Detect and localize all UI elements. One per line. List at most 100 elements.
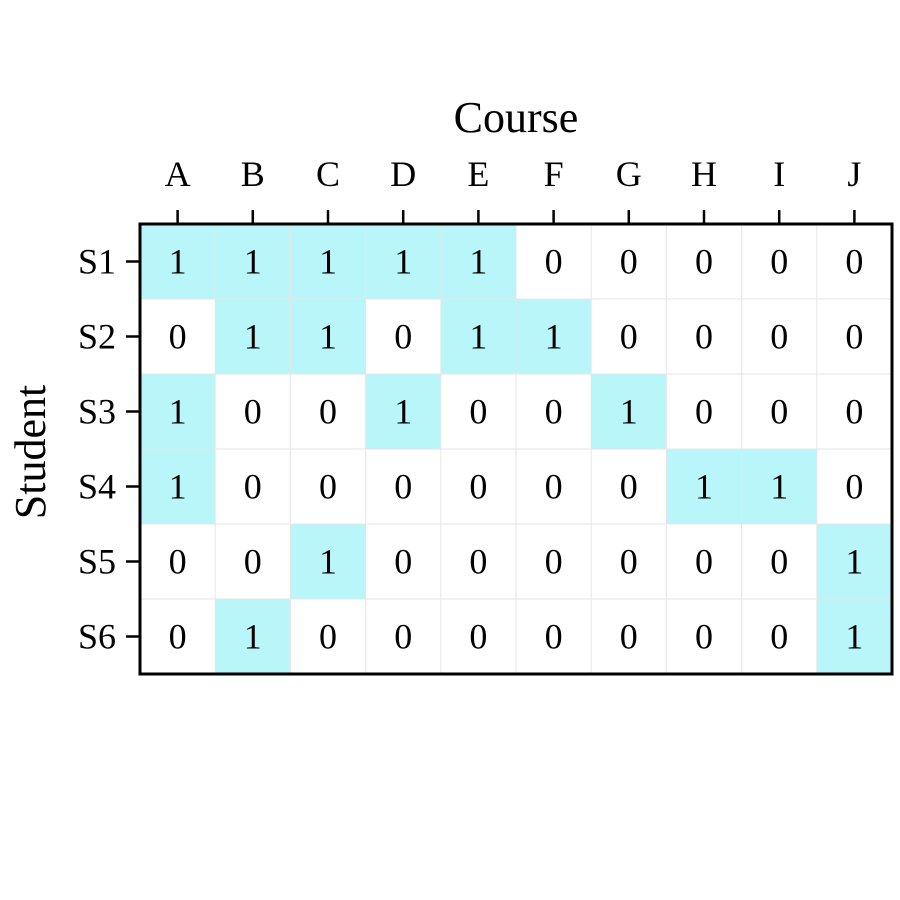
cell-value-label: 0	[770, 617, 788, 657]
y-tick-label: S3	[78, 392, 116, 432]
heatmap-cell	[666, 299, 742, 374]
heatmap-cell	[516, 524, 592, 599]
heatmap-cell	[215, 299, 291, 374]
heatmap-cell	[591, 524, 667, 599]
heatmap-cell	[816, 599, 892, 674]
cell-value-label: 0	[545, 542, 563, 582]
cell-value-label: 0	[545, 467, 563, 507]
cell-value-label: 1	[845, 617, 863, 657]
heatmap-cell	[666, 449, 742, 524]
heatmap-cell	[140, 224, 216, 299]
cell-value-label: 0	[695, 242, 713, 282]
heatmap-cell	[290, 449, 366, 524]
heatmap-cell	[290, 599, 366, 674]
heatmap-cell	[440, 524, 516, 599]
cell-value-label: 0	[845, 392, 863, 432]
heatmap-cell	[440, 299, 516, 374]
heatmap-cell	[591, 599, 667, 674]
x-tick-label: B	[241, 154, 265, 194]
cell-value-label: 1	[244, 617, 262, 657]
heatmap-cell	[290, 524, 366, 599]
cell-value-label: 1	[319, 317, 337, 357]
cell-value-label: 0	[469, 617, 487, 657]
y-tick-label: S5	[78, 542, 116, 582]
cell-value-label: 0	[169, 317, 187, 357]
heatmap-cell	[591, 374, 667, 449]
x-tick-label: C	[316, 154, 340, 194]
cell-value-label: 0	[845, 317, 863, 357]
x-tick-label: J	[847, 154, 861, 194]
cell-value-label: 0	[770, 317, 788, 357]
gridlines	[140, 224, 892, 674]
heatmap-cell	[215, 599, 291, 674]
heatmap-cell	[741, 374, 817, 449]
cell-value-label: 0	[244, 392, 262, 432]
cell-value-label: 0	[695, 317, 713, 357]
cell-value-label: 1	[169, 467, 187, 507]
heatmap-cell	[440, 599, 516, 674]
x-tick-label: F	[544, 154, 564, 194]
heatmap-cell	[591, 299, 667, 374]
heatmap-cell	[140, 299, 216, 374]
heatmap-cell	[215, 524, 291, 599]
cell-value-label: 1	[319, 242, 337, 282]
cell-value-label: 0	[394, 317, 412, 357]
heatmap-cell	[516, 224, 592, 299]
heatmap-cell	[516, 299, 592, 374]
cell-value-label: 1	[845, 542, 863, 582]
heatmap-cell	[816, 224, 892, 299]
cell-value-label: 0	[169, 617, 187, 657]
cell-value-label: 0	[469, 392, 487, 432]
cell-value-label: 0	[319, 467, 337, 507]
y-tick-label: S1	[78, 242, 116, 282]
x-tick-label: D	[390, 154, 416, 194]
heatmap-cell	[741, 449, 817, 524]
heatmap-cell	[140, 524, 216, 599]
cell-value-label: 0	[845, 467, 863, 507]
heatmap-cell	[140, 374, 216, 449]
cell-value-label: 1	[695, 467, 713, 507]
heatmap-cell	[741, 299, 817, 374]
cell-value-label: 1	[620, 392, 638, 432]
cell-value-label: 1	[545, 317, 563, 357]
heatmap-cell	[365, 374, 441, 449]
y-axis-title: Student	[6, 385, 55, 519]
cell-value-label: 0	[469, 542, 487, 582]
heatmap-cell	[666, 524, 742, 599]
heatmap-cell	[440, 224, 516, 299]
heatmap-cell	[140, 449, 216, 524]
heatmap-cell	[440, 449, 516, 524]
heatmap-cell	[365, 224, 441, 299]
heatmap-cell	[365, 524, 441, 599]
heatmap-cell	[440, 374, 516, 449]
heatmap-cell	[516, 374, 592, 449]
heatmap-cell	[290, 299, 366, 374]
x-axis-title: Course	[454, 93, 579, 142]
x-tick-label: G	[616, 154, 642, 194]
heatmap-cell	[816, 299, 892, 374]
cell-value-label: 1	[169, 242, 187, 282]
cell-value-label: 1	[319, 542, 337, 582]
heatmap-cell	[140, 599, 216, 674]
heatmap-cell	[215, 449, 291, 524]
heatmap-cell	[741, 524, 817, 599]
cell-value-label: 0	[695, 542, 713, 582]
cell-value-label: 1	[244, 317, 262, 357]
cell-value-label: 1	[394, 242, 412, 282]
cell-value-label: 0	[244, 467, 262, 507]
cell-value-label: 0	[394, 467, 412, 507]
heatmap-cell	[365, 449, 441, 524]
heatmap-cells	[140, 224, 892, 674]
heatmap-cell	[666, 374, 742, 449]
cell-value-label: 1	[394, 392, 412, 432]
heatmap-cell	[290, 224, 366, 299]
heatmap-cell	[816, 449, 892, 524]
cell-value-label: 0	[319, 617, 337, 657]
heatmap-cell	[666, 224, 742, 299]
cell-value-label: 0	[545, 242, 563, 282]
heatmap-cell	[365, 299, 441, 374]
cell-value-label: 0	[620, 467, 638, 507]
